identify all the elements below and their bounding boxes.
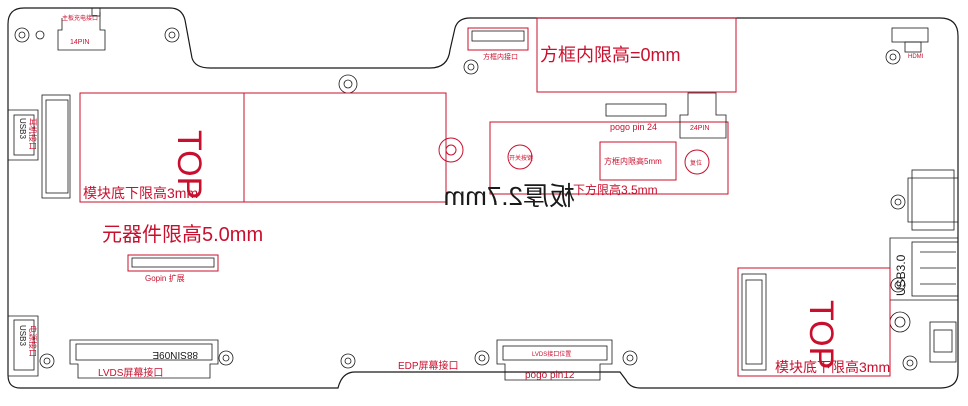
gopin-label: Gopin 扩展 (145, 273, 185, 283)
pogo-12-connector: LVDS接口位置 pogo pin12 (496, 339, 613, 381)
mounting-hole (894, 281, 902, 289)
mounting-hole (478, 354, 486, 362)
mounting-hole (340, 353, 356, 369)
mounting-hole (344, 357, 352, 365)
module-area-right: TOP 模块底下限高3mm (737, 267, 891, 377)
top-left-connector-code: 14PIN (70, 39, 89, 46)
top-left-connector-label: 主板充电接口 (62, 14, 98, 22)
spring-contact (438, 137, 464, 163)
left-side-label-1: USB3 (18, 118, 27, 139)
pogo-24-block: 方框内限高5mm pogo pin 24 24PIN 开关按键 复位 下方限高3… (489, 92, 729, 197)
top-marking-left: TOP (170, 130, 208, 199)
mounting-hole (885, 49, 901, 65)
component-height-label: 元器件限高5.0mm (102, 223, 263, 246)
connector-24pin-label: 24PIN (690, 125, 709, 132)
mounting-hole (889, 53, 897, 61)
left-side-label-2: 耳机接口 (28, 118, 38, 150)
mounting-hole (902, 355, 918, 371)
edp-label: EDP屏幕接口 (398, 359, 459, 372)
top-center-connector: 方框内接口 (467, 27, 529, 61)
mounting-hole (890, 194, 906, 210)
height-zero-box: 方框内限高=0mm (536, 17, 737, 93)
mounting-hole (338, 74, 358, 94)
switch-button (507, 144, 533, 170)
left-bottom-label-2: 电源接口 (28, 325, 38, 357)
inner-box-height: 方框内限高5mm (604, 156, 662, 166)
pogo-pin-12-label: pogo pin12 (525, 370, 575, 381)
module-height-left: 模块底下限高3mm (83, 185, 198, 201)
mounting-hole (222, 354, 230, 362)
right-side-connectors: USB3.0 (889, 169, 959, 363)
reset-button (684, 149, 710, 175)
mounting-hole (218, 350, 234, 366)
lvds-code: 88SIN09E (152, 349, 198, 360)
mounting-hole (890, 277, 906, 293)
top-right-connector-label: HDMI (908, 54, 924, 60)
module-height-right: 模块底下限高3mm (775, 359, 890, 375)
module-area-left: TOP 模块底下限高3mm (41, 92, 464, 203)
top-marking-right: TOP (802, 300, 840, 369)
mounting-hole (894, 316, 906, 328)
left-bottom-label-1: USB3 (18, 325, 27, 346)
height-zero-label: 方框内限高=0mm (540, 45, 681, 65)
mounting-hole (18, 31, 26, 39)
mounting-hole (889, 311, 911, 333)
lvds-label: LVDS屏幕接口 (98, 366, 163, 379)
top-center-connector-label: 方框内接口 (483, 52, 518, 61)
gopin-connector: Gopin 扩展 (127, 254, 219, 283)
mounting-hole (474, 350, 490, 366)
mounting-hole (622, 350, 638, 366)
left-side-connector: USB3 耳机接口 (8, 109, 39, 161)
lvds-connector: 88SIN09E LVDS屏幕接口 (69, 339, 219, 379)
mounting-hole (35, 30, 45, 40)
left-bottom-connector: USB3 电源接口 (8, 315, 39, 377)
usb3-right-label: USB3.0 (894, 254, 908, 296)
board-thickness-label: 板厚2.7mm (444, 181, 575, 211)
mounting-hole (14, 27, 30, 43)
small-red-label-1: 开关按键 (509, 154, 533, 162)
mounting-hole (463, 59, 479, 75)
mounting-hole (343, 79, 353, 89)
mounting-hole (39, 353, 55, 369)
pogo-pin-24-label: pogo pin 24 (610, 122, 657, 132)
board-outline (7, 7, 959, 389)
top-left-connector: 主板充电接口 14PIN (57, 7, 106, 51)
mounting-hole (467, 63, 475, 71)
height-note-label: 下方限高3.5mm (573, 182, 658, 197)
mounting-hole (43, 357, 51, 365)
small-red-label-2: 复位 (690, 159, 702, 167)
mounting-hole (906, 359, 914, 367)
mounting-hole (168, 31, 176, 39)
mounting-holes (14, 27, 918, 371)
pogo-small-label: LVDS接口位置 (532, 350, 571, 358)
mounting-hole (626, 354, 634, 362)
top-right-connector: HDMI (891, 27, 929, 60)
mounting-hole (894, 198, 902, 206)
mounting-hole (164, 27, 180, 43)
